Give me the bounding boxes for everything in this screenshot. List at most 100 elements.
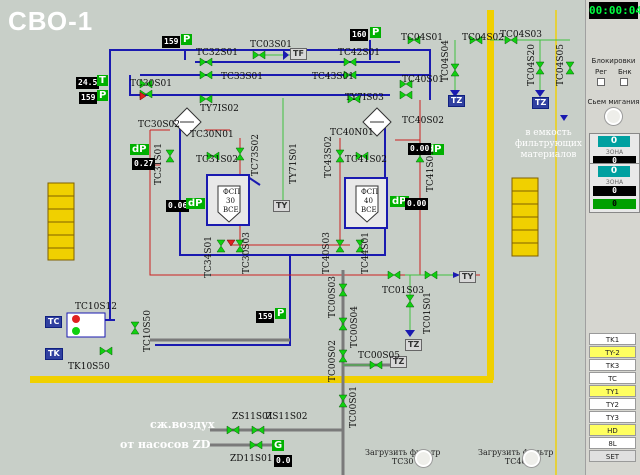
valve-label-tc41s02: TC41S02 xyxy=(345,155,387,165)
tag-item-set[interactable]: SET xyxy=(589,450,636,462)
tag-item-tk1[interactable]: TK1 xyxy=(589,333,636,345)
filter-right-bot: ВСЕ xyxy=(361,206,377,214)
valve-label-tc73s02: TC73S02 xyxy=(251,134,261,176)
left-tank xyxy=(47,182,75,261)
clock-readout: 00:00:04 xyxy=(589,2,640,19)
dp-left2-letter: dP xyxy=(186,198,205,209)
valves xyxy=(99,35,575,450)
load-filter-right-label: Загрузить фильтр ТС40 xyxy=(478,448,553,466)
valve-label-tc00s03: TC00S03 xyxy=(328,276,338,318)
pressure-left-letter: P xyxy=(181,34,193,45)
valve-label-zs11s01: ZS11S01 xyxy=(232,412,274,422)
tag-item-tk3[interactable]: TK3 xyxy=(589,359,636,371)
valve-label-tc33s01: TC33S01 xyxy=(221,72,263,82)
ty-right-box[interactable]: TY xyxy=(459,271,477,283)
blk-checkbox[interactable] xyxy=(620,78,628,86)
valve-label-tc04s03: TC04S03 xyxy=(500,30,542,40)
exchanger-left xyxy=(172,107,202,137)
valve-label-tc30s03: TC30S03 xyxy=(242,232,252,274)
reset-blink-label: Сьем мигания xyxy=(587,98,640,106)
valve-label-tc00s04: TC00S04 xyxy=(350,306,360,348)
air-supply-label: сж.воздух xyxy=(150,418,215,431)
filter-left-bot: ВСЕ xyxy=(223,206,239,214)
valve-label-ty71s01: TY71S01 xyxy=(289,143,299,185)
valve-label-tc40s03: TC40S03 xyxy=(322,232,332,274)
pressure-bottom-letter: P xyxy=(275,308,287,319)
valve-label-tc43s01: TC43S01 xyxy=(312,72,354,82)
flow-g-letter: G xyxy=(272,440,285,451)
valve-label-tc30s02: TC30S02 xyxy=(138,120,180,130)
yellow-frame xyxy=(30,10,557,475)
load-filter-left-button[interactable] xyxy=(415,450,432,467)
indicator-1-top: 0 xyxy=(598,136,630,147)
pressure-inlet-letter: P xyxy=(97,90,109,101)
tag-item-ty-2[interactable]: TY-2 xyxy=(589,346,636,358)
filter-right-num: 40 xyxy=(364,197,373,205)
tag-item-ty2[interactable]: TY2 xyxy=(589,398,636,410)
valve-label-tc31s01: TC31S01 xyxy=(154,143,164,185)
valve-label-tc30n01: TC30N01 xyxy=(190,130,234,140)
pressure-bottom-readout: 159 xyxy=(256,311,275,323)
valve-label-tc40s01: TC40S01 xyxy=(402,75,444,85)
right-tank xyxy=(511,177,539,257)
valve-label-tc01s03: TC01S03 xyxy=(382,286,424,296)
valve-label-tc04s04: TC04S04 xyxy=(441,40,451,82)
tag-item-ty3[interactable]: TY3 xyxy=(589,411,636,423)
tc10s12-block xyxy=(66,312,106,338)
dp-left-readout: 0.27 xyxy=(132,158,156,170)
blk-button[interactable]: Бнк xyxy=(618,68,632,76)
tz-top-box[interactable]: TZ xyxy=(448,95,466,107)
dp-left2-readout: 0.06 xyxy=(166,200,190,212)
load-filter-right-button[interactable] xyxy=(523,450,540,467)
valve-label-tc03s01: TC03S01 xyxy=(250,40,292,50)
process-mimic-diagram xyxy=(30,10,575,475)
valve-label-tc40s02: TC40S02 xyxy=(402,116,444,126)
pressure-left-readout: 159 xyxy=(162,36,181,48)
valve-label-tc31s02: TC31S02 xyxy=(196,155,238,165)
tank-destination-note: в емкость фильтрующих материалов xyxy=(515,128,582,160)
indicator-1-value-1: 0 xyxy=(593,156,636,166)
tc-left-box[interactable]: TC xyxy=(45,316,63,328)
indicator-1-caption: ЗОНА xyxy=(605,149,624,156)
valve-label-tc04s01: TC04S01 xyxy=(401,33,443,43)
dp-right-readout: 0.00 xyxy=(408,143,432,155)
valve-label-tc10s50: TC10S50 xyxy=(143,310,153,352)
indicator-2-value-1: 0 xyxy=(593,186,636,196)
tag-item-hd[interactable]: HD xyxy=(589,424,636,436)
indicator-2-value-2: 0 xyxy=(593,199,636,209)
valve-label-tc00s05: TC00S05 xyxy=(358,351,400,361)
valve-label-zs11s02: ZS11S02 xyxy=(266,412,308,422)
valve-label-tc30s01: TC30S01 xyxy=(130,79,172,89)
reg-checkbox[interactable] xyxy=(597,78,605,86)
pressure-right-letter: P xyxy=(370,27,382,38)
reset-blink-button[interactable] xyxy=(605,108,622,125)
filter-left-top: ФСП xyxy=(223,188,241,196)
valve-label-tk10s50: TK10S50 xyxy=(68,362,110,372)
tag-item-ty1[interactable]: TY1 xyxy=(589,385,636,397)
filter-right xyxy=(344,177,388,229)
tz-bottom-box[interactable]: TZ xyxy=(405,339,423,351)
tag-item-8l[interactable]: 8L xyxy=(589,437,636,449)
valve-label-tc10s12: TC10S12 xyxy=(75,302,117,312)
temperature-readout: 24.5 xyxy=(76,77,100,89)
valve-label-tc40n01: TC40N01 xyxy=(330,128,374,138)
ty-center-box[interactable]: TY xyxy=(273,200,291,212)
valve-label-tc32s01: TC32S01 xyxy=(196,48,238,58)
pressure-right-readout: 160 xyxy=(350,29,369,41)
indicator-2: 0 ЗОНА 0 0 xyxy=(589,163,640,213)
dp-right2-readout: 0.00 xyxy=(405,198,429,210)
hz-box[interactable]: TZ xyxy=(390,356,408,368)
tk-left-box[interactable]: TK xyxy=(45,348,63,360)
valve-label-tc42s01: TC42S01 xyxy=(338,48,380,58)
pressure-inlet-readout: 159 xyxy=(79,92,98,104)
indicator-2-caption: ЗОНА xyxy=(605,179,624,186)
valve-label-ty7is02: TY7IS02 xyxy=(200,104,239,114)
valve-label-tc41s01: TC41S01 xyxy=(426,150,436,192)
flow-g-readout: 0.0 xyxy=(274,455,293,467)
tz-right-box[interactable]: TZ xyxy=(532,97,550,109)
pumps-supply-label: от насосов ZD xyxy=(120,438,211,451)
tag-item-tc[interactable]: TC xyxy=(589,372,636,384)
reg-button[interactable]: Рег xyxy=(595,68,608,76)
valve-label-tc04s05: TC04S05 xyxy=(556,44,566,86)
tf-box[interactable]: TF xyxy=(290,48,307,60)
